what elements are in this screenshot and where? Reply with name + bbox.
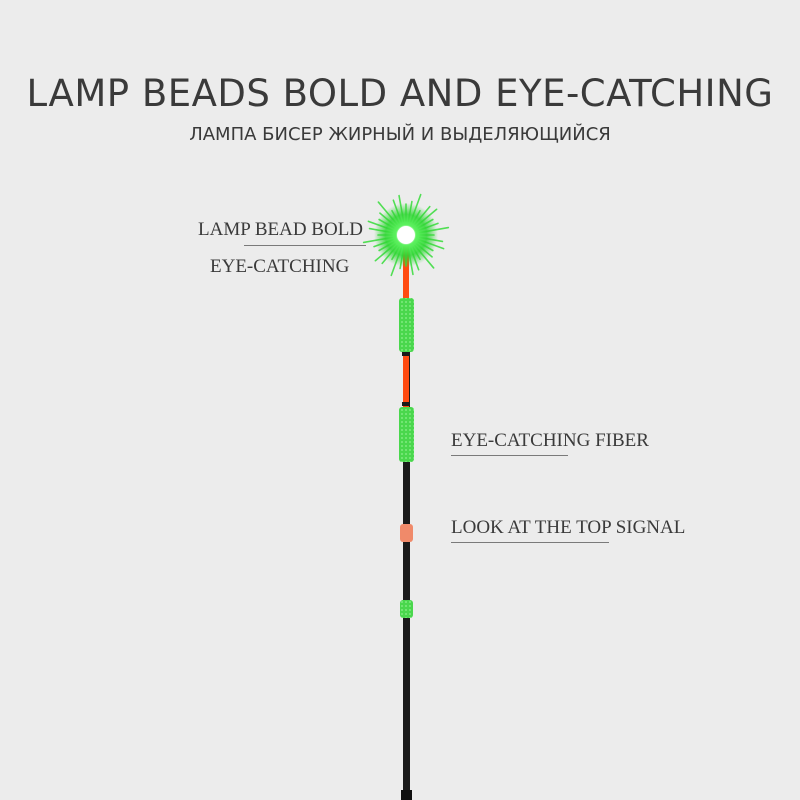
callout-lamp-bead-line2: EYE-CATCHING (210, 256, 350, 277)
rod-joint (402, 402, 410, 406)
signal-bead (400, 524, 413, 542)
fiber-sleeve-lower (400, 600, 413, 618)
callout-signal: LOOK AT THE TOP SIGNAL (451, 517, 686, 538)
rod-orange-mid (403, 350, 409, 408)
callout-lamp-bead-underline (244, 245, 366, 246)
page-title: LAMP BEADS BOLD AND EYE-CATCHING (26, 72, 774, 115)
callout-fiber: EYE-CATCHING FIBER (451, 430, 649, 451)
rod-base (401, 790, 412, 800)
callout-fiber-underline (451, 455, 568, 456)
rod-black-section (403, 350, 410, 800)
fiber-sleeve-middle (399, 407, 414, 462)
fiber-sleeve-upper (399, 298, 414, 352)
rod-joint (402, 352, 410, 356)
lamp-bead-glow (362, 193, 450, 277)
callout-signal-underline (451, 542, 609, 543)
page-subtitle: ЛАМПА БИСЕР ЖИРНЫЙ И ВЫДЕЛЯЮЩИЙСЯ (189, 124, 611, 145)
callout-lamp-bead-line1: LAMP BEAD BOLD (198, 219, 364, 240)
rod-orange-tip (403, 246, 409, 302)
